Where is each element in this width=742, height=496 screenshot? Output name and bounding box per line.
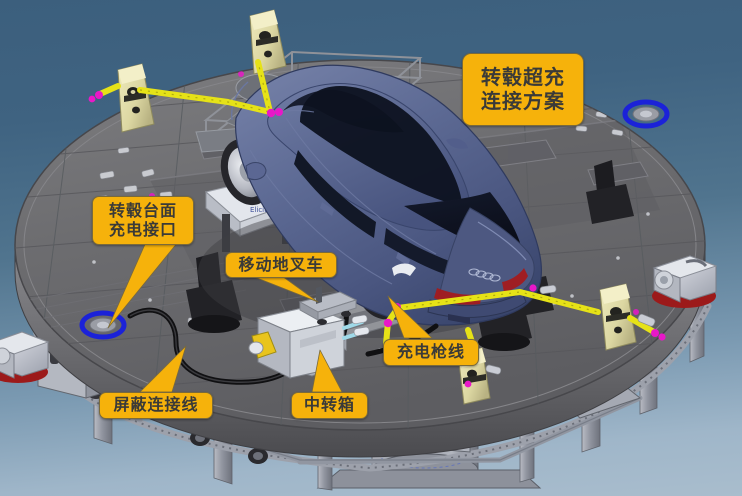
pointer-forklift (251, 275, 319, 303)
pointer-shield-cable (139, 345, 187, 393)
callout-charge-gun-cable: 充电枪线 (383, 339, 479, 366)
callout-main-title: 转毂超充 连接方案 (462, 53, 584, 126)
mobile-ground-forklift (298, 286, 358, 325)
callout-transfer-box: 中转箱 (291, 392, 368, 419)
deck-socket-left (79, 310, 127, 340)
pointer-deck-port (107, 241, 179, 329)
pointer-transfer-box (311, 349, 343, 393)
side-cabinet-left (0, 331, 50, 383)
charging-robot-c (599, 283, 637, 351)
charging-robot-a (117, 63, 155, 133)
charging-robot-b (249, 9, 287, 75)
callout-deck-charging-port: 转毂台面 充电接口 (92, 196, 194, 245)
pointer-gun-cable (387, 295, 433, 339)
svg-text:Elicity: Elicity (250, 206, 271, 214)
cable-connectors (88, 91, 666, 388)
deck-socket-right (622, 99, 670, 129)
vehicle (198, 64, 543, 338)
callout-shielded-cable: 屏蔽连接线 (99, 392, 213, 419)
callout-mobile-forklift: 移动地叉车 (225, 252, 337, 278)
side-cabinet-right (652, 255, 718, 308)
